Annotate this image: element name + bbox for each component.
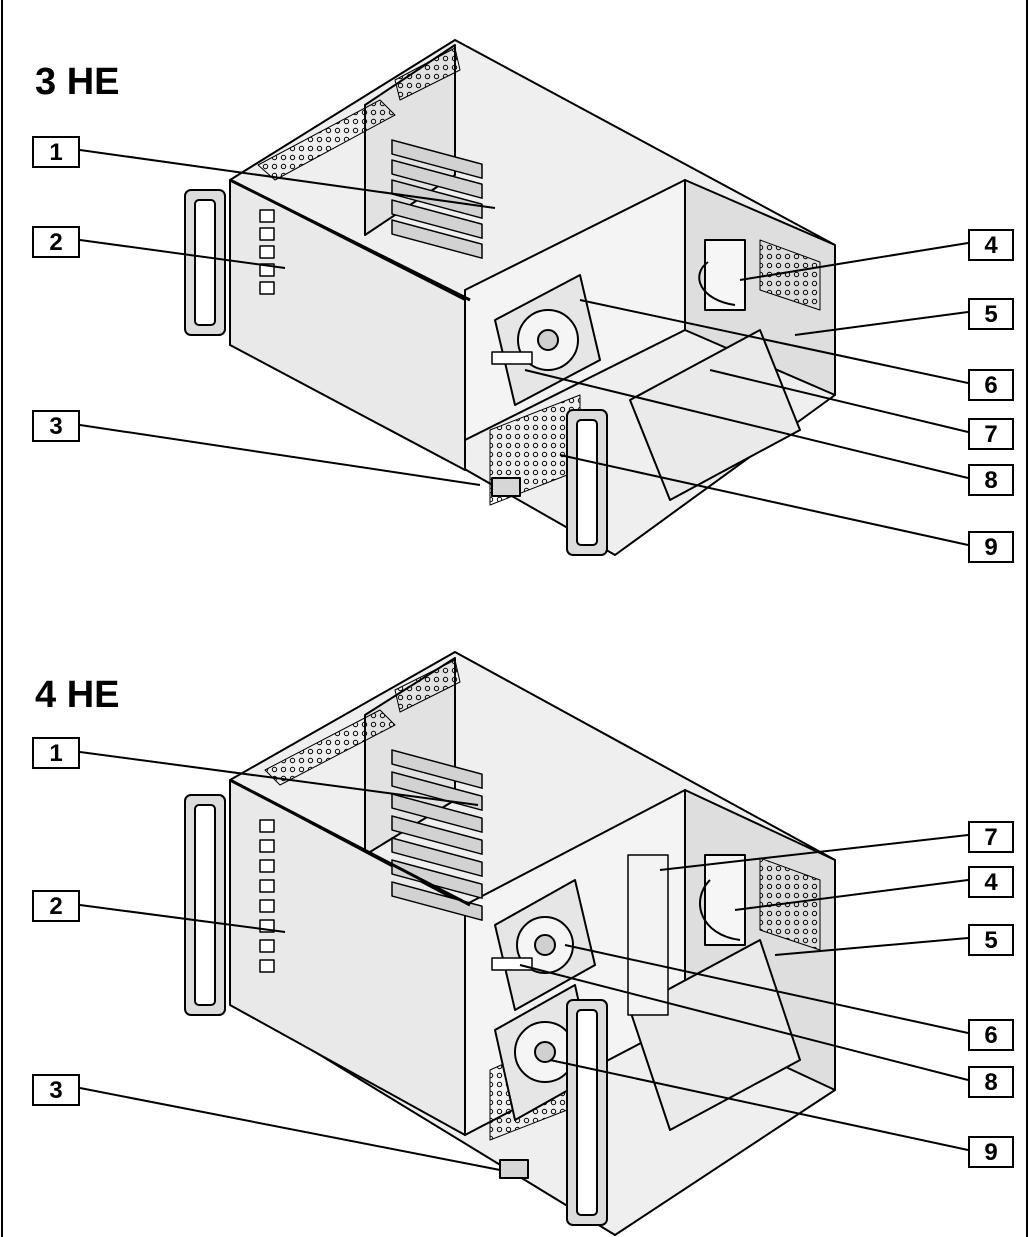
callout-3he-7: 7 <box>968 418 1014 450</box>
callout-3he-1: 1 <box>32 136 80 168</box>
callout-4he-5: 5 <box>968 924 1014 956</box>
leader-lines-3he <box>79 149 969 546</box>
callout-3he-8: 8 <box>968 464 1014 496</box>
callout-3he-5: 5 <box>968 298 1014 330</box>
callout-4he-3: 3 <box>32 1074 80 1106</box>
callout-3he-3: 3 <box>32 410 80 442</box>
chassis-3he <box>184 39 836 556</box>
callout-3he-6: 6 <box>968 369 1014 401</box>
callout-3he-2: 2 <box>32 226 80 258</box>
callout-4he-9: 9 <box>968 1136 1014 1168</box>
callout-4he-1: 1 <box>32 737 80 769</box>
leader-lines-4he <box>79 751 969 1171</box>
callout-4he-4: 4 <box>968 866 1014 898</box>
callout-3he-9: 9 <box>968 531 1014 563</box>
callout-3he-4: 4 <box>968 229 1014 261</box>
chassis-4he <box>184 651 836 1236</box>
section-title-4he: 4 HE <box>35 674 120 716</box>
callout-4he-7: 7 <box>968 821 1014 853</box>
callout-4he-6: 6 <box>968 1019 1014 1051</box>
section-title-3he: 3 HE <box>35 61 120 103</box>
callout-4he-8: 8 <box>968 1066 1014 1098</box>
callout-4he-2: 2 <box>32 890 80 922</box>
